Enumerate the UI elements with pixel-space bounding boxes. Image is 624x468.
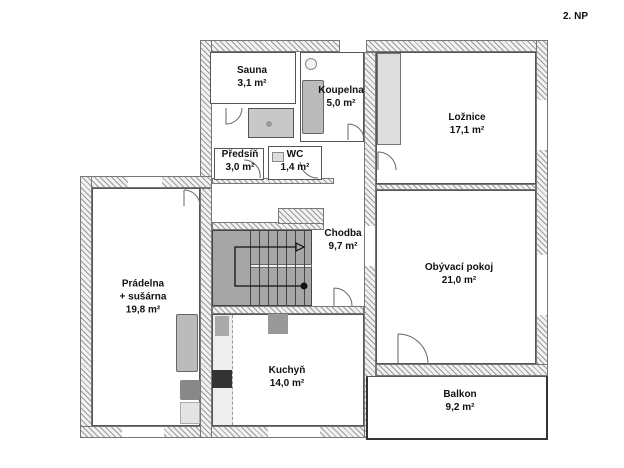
wall-pradelna-right xyxy=(200,188,212,438)
room-area: 21,0 m² xyxy=(441,275,477,286)
stair-step xyxy=(304,230,305,306)
stair-direction-arrow-icon xyxy=(234,242,308,290)
washbasin xyxy=(305,58,317,70)
room-name: Obývací pokoj xyxy=(424,262,494,273)
laundry-tub xyxy=(176,314,198,372)
room-area: 5,0 m² xyxy=(326,98,356,109)
sauna-stove xyxy=(266,121,272,127)
wall-left-upper xyxy=(200,40,212,180)
room-kuchyn xyxy=(212,314,364,426)
room-area: 9,7 m² xyxy=(328,241,358,252)
room-name: Ložnice xyxy=(448,112,486,123)
stair-step xyxy=(277,230,278,306)
window-obyvaci-right xyxy=(537,255,547,315)
label-chodba: Chodba 9,7 m² xyxy=(324,227,361,253)
label-sauna: Sauna 3,1 m² xyxy=(237,64,267,90)
wall-top-right xyxy=(366,40,548,52)
window-loznice-right xyxy=(537,100,547,150)
room-area: 3,0 m² xyxy=(225,162,255,173)
room-area: 1,4 m² xyxy=(280,162,310,173)
wall-stair-top xyxy=(212,222,324,230)
label-loznice: Ložnice 17,1 m² xyxy=(448,111,485,137)
room-area: 9,2 m² xyxy=(445,402,475,413)
label-wc: WC 1,4 m² xyxy=(281,148,310,174)
room-wc xyxy=(268,146,322,180)
label-kuchyn: Kuchyň 14,0 m² xyxy=(269,364,306,390)
label-pradelna: Prádelna + sušárna 19,8 m² xyxy=(120,278,167,317)
label-balkon: Balkon 9,2 m² xyxy=(443,388,476,414)
room-loznice xyxy=(376,52,536,184)
stove-hob xyxy=(212,370,232,388)
stair-step xyxy=(259,230,260,306)
window-pradelna-bottom xyxy=(122,427,164,437)
bathtub xyxy=(302,80,324,134)
room-name: Předsíň xyxy=(221,149,259,160)
room-name: Kuchyň xyxy=(268,365,306,376)
wall-chodba-bottom xyxy=(212,306,364,314)
label-predsin: Předsíň 3,0 m² xyxy=(222,148,259,174)
dryer xyxy=(180,402,200,424)
window-pradelna-top xyxy=(128,177,162,187)
wardrobe xyxy=(377,53,401,145)
label-obyvaci: Obývací pokoj 21,0 m² xyxy=(425,261,493,287)
window-top xyxy=(340,41,366,51)
wall-top-left xyxy=(200,40,340,52)
stair-step xyxy=(268,230,269,306)
room-name: Balkon xyxy=(443,389,477,400)
room-name: Chodba xyxy=(324,228,362,239)
wall-stair-top2 xyxy=(278,208,324,224)
room-name: Koupelna xyxy=(318,85,364,96)
room-area: 14,0 m² xyxy=(269,378,305,389)
room-area: 3,1 m² xyxy=(237,78,267,89)
room-sauna xyxy=(210,52,296,104)
room-balkon xyxy=(366,376,548,440)
stair-step xyxy=(295,230,296,306)
room-area: 19,8 m² xyxy=(125,304,161,316)
room-area: 17,1 m² xyxy=(449,125,485,136)
room-name: Sauna xyxy=(236,65,268,76)
wall-loznice-bottom xyxy=(376,184,536,190)
room-name-line2: + sušárna xyxy=(119,291,167,303)
kitchen-cabinet xyxy=(268,314,288,334)
washing-machine xyxy=(180,380,200,400)
window-kuchyn-bottom xyxy=(268,427,320,437)
room-name: WC xyxy=(286,149,304,160)
stair-step xyxy=(250,230,251,306)
window-chodba-right xyxy=(365,226,375,266)
floor-label: 2. NP xyxy=(562,11,588,22)
stair-step xyxy=(286,230,287,306)
fridge xyxy=(215,316,229,336)
wall-obyvaci-bottom xyxy=(376,364,548,376)
room-obyvaci xyxy=(376,190,536,364)
label-koupelna: Koupelna 5,0 m² xyxy=(318,84,364,110)
room-name: Prádelna xyxy=(121,278,165,290)
toilet xyxy=(272,152,284,162)
wall-pradelna-left xyxy=(80,176,92,438)
room-predsin xyxy=(214,148,264,180)
